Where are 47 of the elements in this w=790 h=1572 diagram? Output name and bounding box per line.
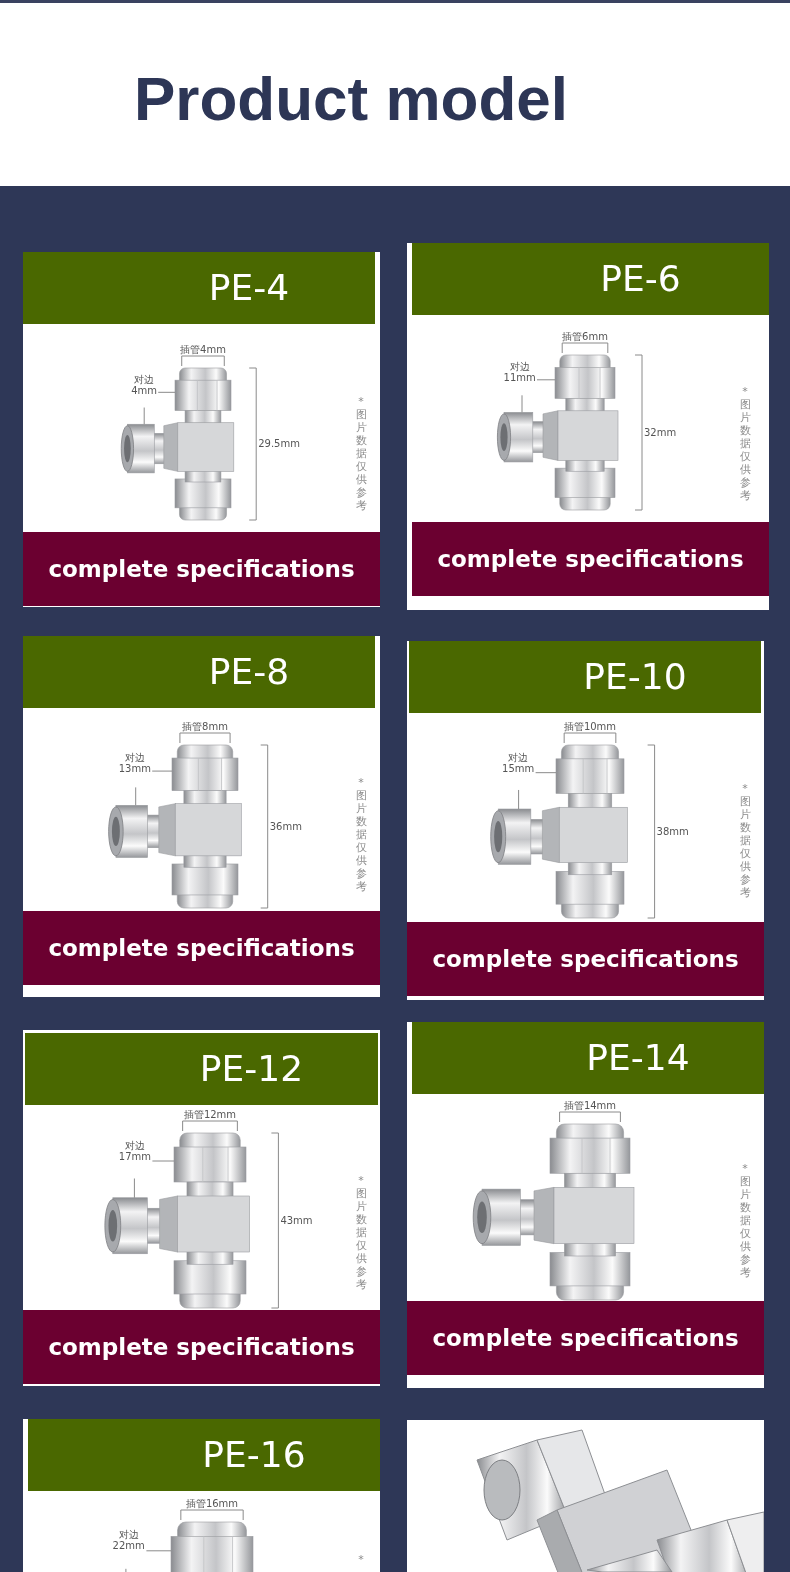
product-card xyxy=(407,641,764,1000)
model-banner: PE-12 xyxy=(25,1033,378,1105)
dimension-label: 38mm xyxy=(656,825,689,837)
model-banner: PE-14 xyxy=(412,1022,764,1094)
specifications-banner: complete specifications xyxy=(23,1310,380,1384)
note-text: *图片数据仅供参考 xyxy=(355,1174,367,1291)
dimension-label: 29.5mm xyxy=(258,438,300,449)
dimension-label: 插管10mm xyxy=(562,721,618,732)
specifications-banner: complete specifications xyxy=(23,911,380,985)
dimension-label: 插管8mm xyxy=(181,721,229,732)
product-card xyxy=(407,243,769,610)
dimension-label: 对边 13mm xyxy=(118,751,151,774)
note-text: *图片数据仅供参考 xyxy=(739,1162,751,1279)
dimension-label: 43mm xyxy=(280,1214,313,1226)
specifications-banner: complete specifications xyxy=(412,522,769,596)
dimension-label: 对边 17mm xyxy=(118,1140,151,1162)
model-banner: PE-6 xyxy=(412,243,769,315)
product-card xyxy=(23,252,380,607)
dimension-label: 对边 11mm xyxy=(503,361,536,384)
product-card xyxy=(23,1030,380,1386)
note-text: *图片数据仅供参考 xyxy=(739,782,751,899)
dimension-label: 插管14mm xyxy=(562,1100,618,1111)
dimension-label: 对边 15mm xyxy=(502,751,535,774)
dimension-label: 36mm xyxy=(269,820,302,832)
page-title: Product model xyxy=(134,63,569,135)
note-text: *图片数据仅供参考 xyxy=(355,395,367,512)
dimension-label: 插管12mm xyxy=(182,1109,238,1120)
dimension-label: 对边 4mm xyxy=(131,374,158,397)
dimension-label: 插管4mm xyxy=(179,344,227,355)
specifications-banner: complete specifications xyxy=(23,532,380,606)
product-card xyxy=(407,1022,764,1388)
product-card xyxy=(23,1419,380,1572)
model-banner: PE-4 xyxy=(23,252,375,324)
note-text: *图片数据仅供参考 xyxy=(355,776,367,893)
dimension-label: 对边 22mm xyxy=(112,1529,145,1552)
model-banner: PE-10 xyxy=(409,641,761,713)
product-card xyxy=(23,636,380,997)
dimension-label: 插管6mm xyxy=(561,331,609,342)
note-text: * xyxy=(357,1553,365,1566)
model-banner: PE-8 xyxy=(23,636,375,708)
dimension-label: 插管16mm xyxy=(184,1498,240,1509)
dimension-label: 32mm xyxy=(644,426,677,438)
product-photo xyxy=(407,1420,764,1572)
note-text: *图片数据仅供参考 xyxy=(739,385,751,502)
model-banner: PE-16 xyxy=(28,1419,380,1491)
specifications-banner: complete specifications xyxy=(407,1301,764,1375)
specifications-banner: complete specifications xyxy=(407,922,764,996)
